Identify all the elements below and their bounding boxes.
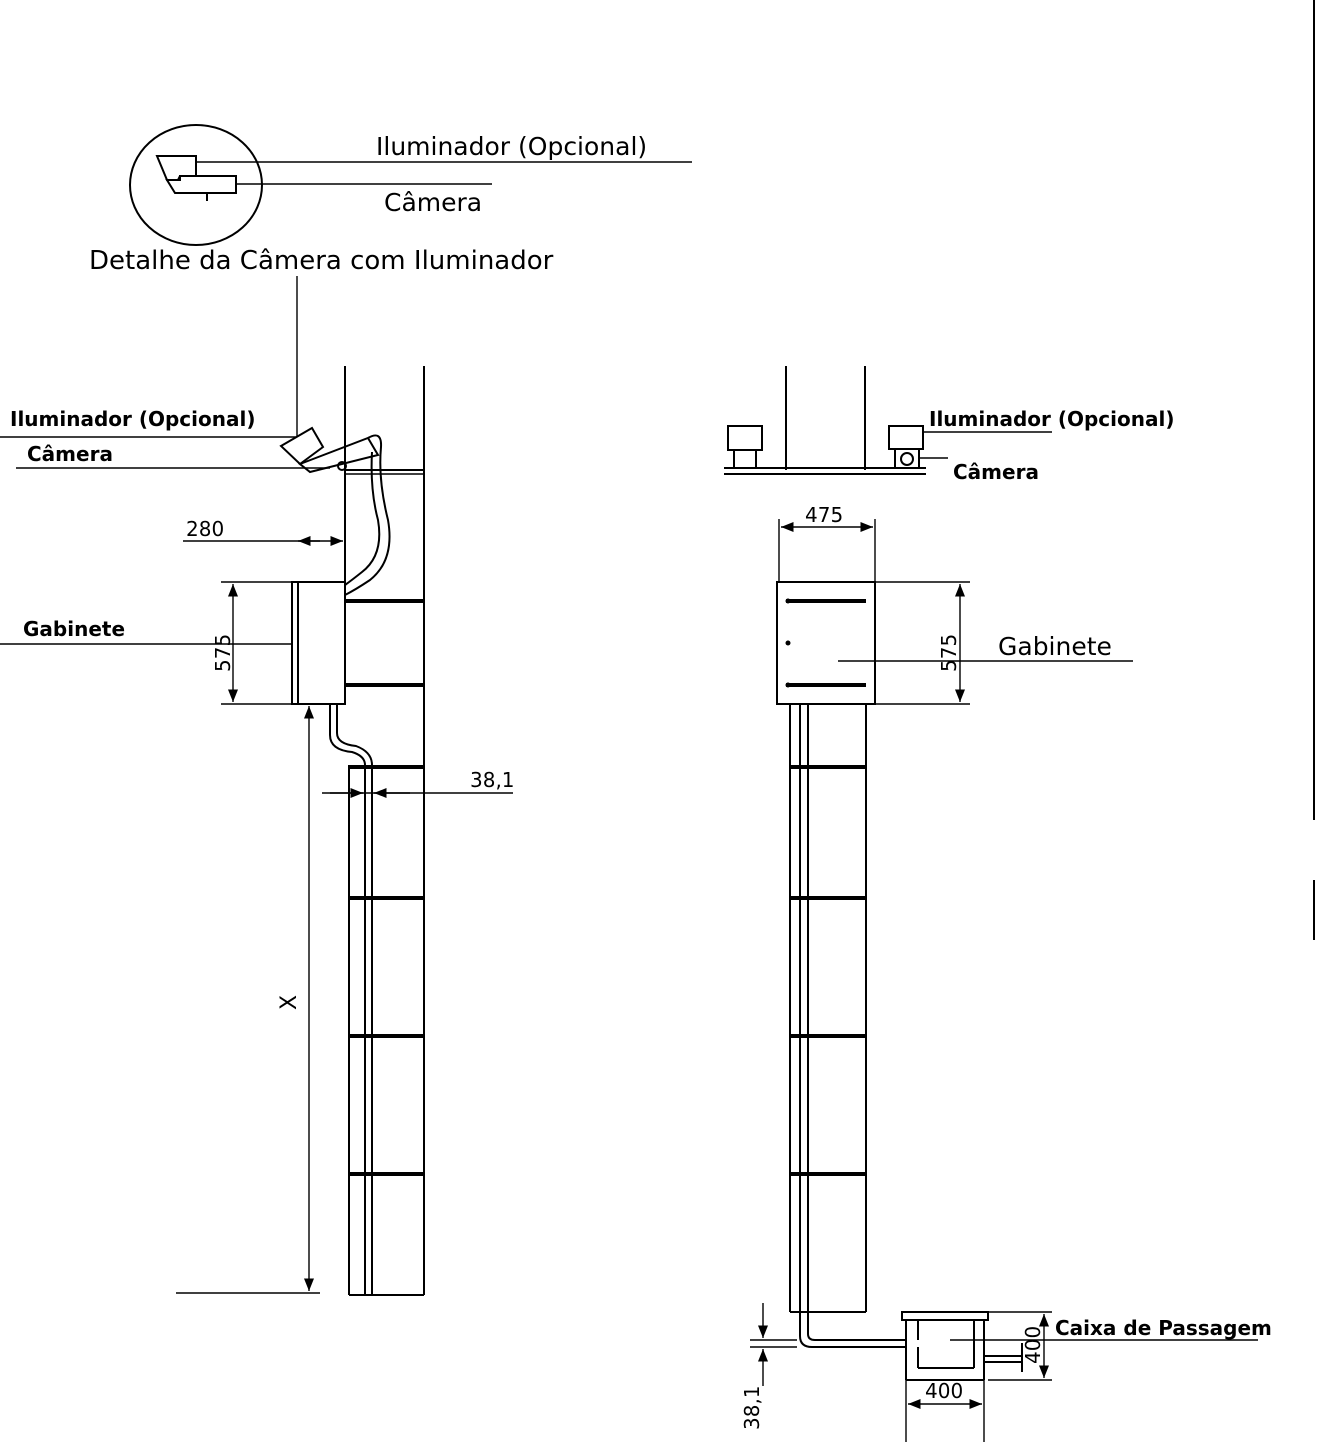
dim-x: X (277, 995, 302, 1010)
dim-575-front: 575 (937, 634, 961, 672)
detail-circle (129, 124, 263, 246)
side-cabinet (291, 581, 346, 705)
side-camera-label: Câmera (27, 442, 113, 466)
junction-box (901, 1311, 1023, 1381)
box-label: Caixa de Passagem (1055, 1316, 1272, 1340)
front-illuminator (888, 425, 924, 450)
dim-38-1-side: 38,1 (470, 768, 515, 792)
front-gabinete-label: Gabinete (998, 632, 1112, 661)
dim-400-w: 400 (925, 1379, 963, 1403)
front-camera-label: Câmera (953, 460, 1039, 484)
side-iluminador-label: Iluminador (Opcional) (10, 407, 256, 431)
detail-camera-label: Câmera (384, 188, 482, 217)
front-iluminador-label: Iluminador (Opcional) (929, 407, 1175, 431)
side-view: Iluminador (Opcional) Câmera Gabinete 28… (0, 366, 515, 1296)
dim-38-1-front: 38,1 (740, 1385, 764, 1430)
side-camera (298, 436, 380, 474)
front-view: Iluminador (Opcional) Câmera 475 Gabinet… (724, 366, 1272, 1442)
dim-475: 475 (805, 503, 843, 527)
dim-280: 280 (186, 517, 224, 541)
detail-camera-icon (165, 175, 237, 194)
front-cabinet (776, 581, 876, 705)
camera-detail: Iluminador (Opcional) Câmera Detalhe da … (89, 124, 692, 437)
dim-575-side: 575 (211, 634, 235, 672)
side-gabinete-label: Gabinete (23, 617, 125, 641)
detail-title: Detalhe da Câmera com Iluminador (89, 246, 554, 276)
dim-400-h: 400 (1021, 1326, 1045, 1364)
side-illuminator (279, 426, 325, 466)
detail-iluminador-label: Iluminador (Opcional) (376, 132, 647, 161)
